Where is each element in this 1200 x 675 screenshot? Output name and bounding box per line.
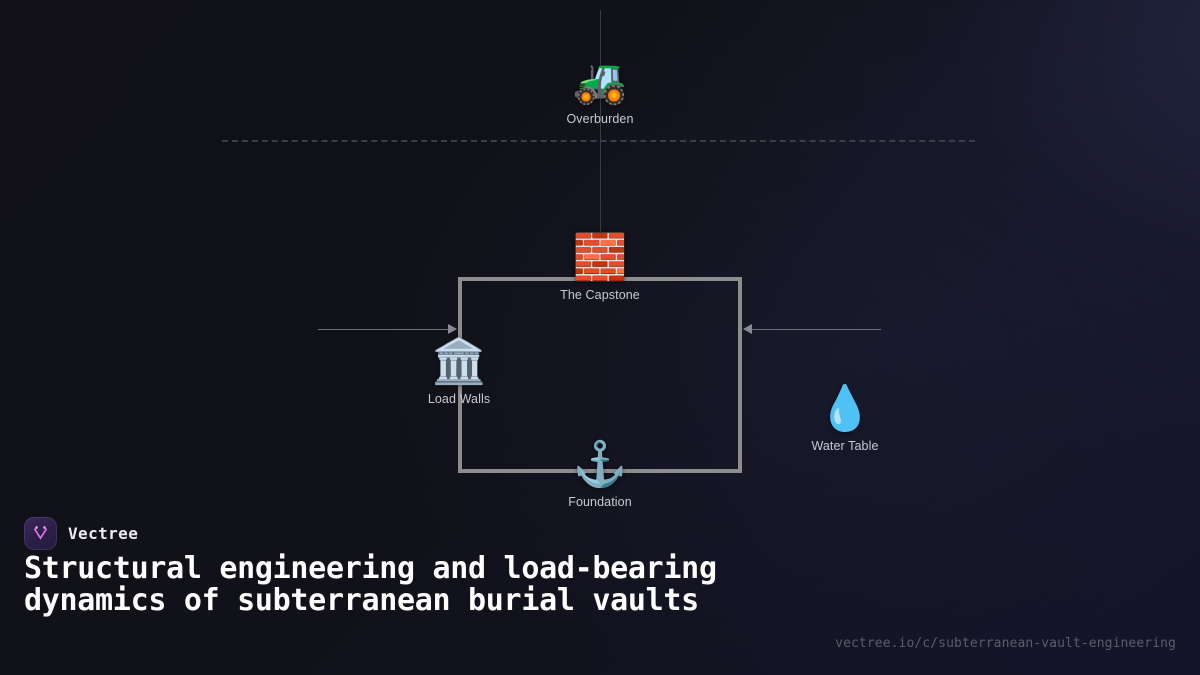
lateral-load-line-right xyxy=(752,329,881,330)
diagram-node-water-table[interactable]: 💧 Water Table xyxy=(765,384,925,454)
anchor-icon: ⚓ xyxy=(572,440,628,489)
diagram-node-overburden[interactable]: 🚜 Overburden xyxy=(520,57,680,127)
source-url: vectree.io/c/subterranean-vault-engineer… xyxy=(835,636,1176,651)
water-drop-icon: 💧 xyxy=(817,384,873,433)
vectree-logo-icon xyxy=(24,517,57,550)
node-label-foundation: Foundation xyxy=(568,495,632,509)
node-label-capstone: The Capstone xyxy=(560,288,640,302)
diagram-node-foundation[interactable]: ⚓ Foundation xyxy=(520,440,680,510)
ground-level-dashed-line xyxy=(222,140,975,142)
tractor-icon: 🚜 xyxy=(572,57,628,106)
brick-wall-icon: 🧱 xyxy=(572,233,628,282)
classical-building-icon: 🏛️ xyxy=(431,337,487,386)
diagram-node-capstone[interactable]: 🧱 The Capstone xyxy=(520,233,680,303)
lateral-load-arrow-left xyxy=(448,324,457,334)
page-title: Structural engineering and load-bearing … xyxy=(24,551,717,619)
vault-enclosure xyxy=(458,277,742,473)
lateral-load-arrow-right xyxy=(743,324,752,334)
vertical-load-line xyxy=(600,10,601,232)
lateral-load-line-left xyxy=(318,329,450,330)
node-label-water-table: Water Table xyxy=(811,439,879,453)
footer: Vectree Structural engineering and load-… xyxy=(0,505,1200,675)
brand[interactable]: Vectree xyxy=(24,517,138,550)
node-label-load-walls: Load Walls xyxy=(427,392,491,406)
brand-name: Vectree xyxy=(68,524,139,543)
diagram-node-load-walls[interactable]: 🏛️ Load Walls xyxy=(379,337,539,407)
node-label-overburden: Overburden xyxy=(566,112,634,126)
